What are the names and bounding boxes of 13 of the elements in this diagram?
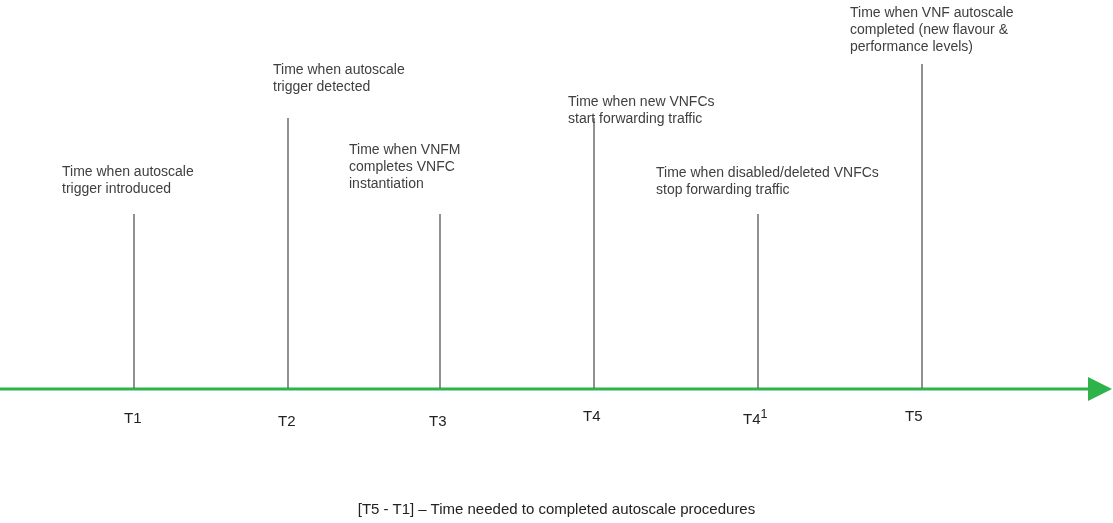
time-point-label: T2 <box>278 412 297 429</box>
time-point-label: T5 <box>905 407 924 424</box>
event-description: Time when new VNFCs start forwarding traffic <box>568 93 716 127</box>
event-description: Time when disabled/deleted VNFCs stop forwarding traffic <box>656 164 880 198</box>
event-description: Time when VNFM completes VNFC instantiation <box>349 141 462 192</box>
time-point-label: T1 <box>124 409 143 426</box>
event-description: Time when VNF autoscale completed (new flavour & performance levels) <box>850 4 1015 55</box>
event-description: Time when autoscale trigger introduced <box>62 163 195 197</box>
event-description: Time when autoscale trigger detected <box>273 61 406 95</box>
time-point-label: T4 <box>583 407 602 424</box>
caption: [T5 - T1] – Time needed to completed autoscale procedures <box>356 500 757 517</box>
time-point-label: T4$^{1}$ <box>743 407 769 427</box>
time-point-label: T3 <box>429 412 448 429</box>
